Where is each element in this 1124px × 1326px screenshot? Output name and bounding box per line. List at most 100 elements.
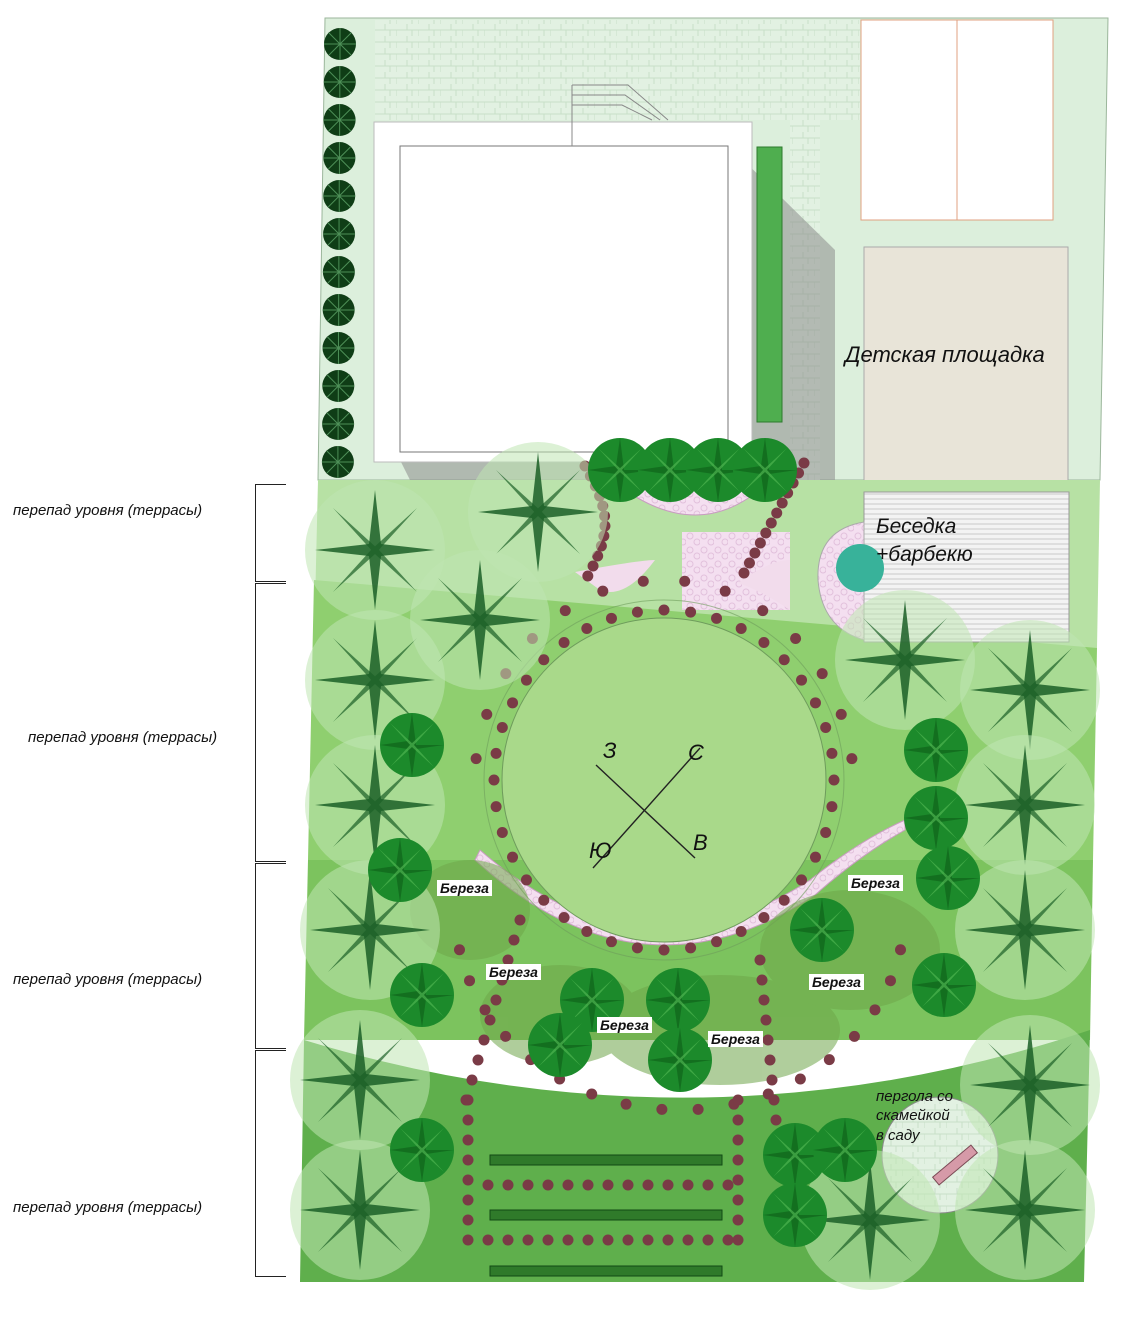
path-dot — [766, 1074, 778, 1086]
path-dot — [732, 1234, 744, 1246]
path-dot — [826, 747, 838, 759]
path-dot — [538, 654, 550, 666]
path-dot — [809, 851, 821, 863]
path-dot — [622, 1234, 634, 1246]
path-dot — [631, 942, 643, 954]
path-dot — [479, 1004, 491, 1016]
conifer-tree — [321, 369, 355, 403]
path-dot — [484, 1014, 496, 1026]
compass-south: Ю — [589, 838, 612, 863]
round-tree — [528, 1013, 592, 1077]
path-dot — [732, 1174, 744, 1186]
path-dot — [587, 560, 599, 572]
round-tree — [733, 438, 797, 502]
round-tree — [813, 1118, 877, 1182]
path-dot — [732, 1114, 744, 1126]
path-dot — [582, 1234, 594, 1246]
path-dot — [711, 612, 723, 624]
large-tree — [960, 1015, 1100, 1155]
path-dot — [622, 1179, 634, 1191]
path-dot — [453, 944, 465, 956]
terrace-bracket-1 — [255, 484, 286, 582]
path-dot — [538, 894, 550, 906]
birch-tag-6: Береза — [848, 875, 903, 891]
terrace-label-2: перепад уровня (террасы) — [28, 729, 218, 746]
birch-tag-2: Береза — [486, 964, 541, 980]
path-dot — [820, 721, 832, 733]
large-tree — [410, 550, 550, 690]
path-dot — [732, 1194, 744, 1206]
path-dot — [597, 585, 609, 597]
path-dot — [685, 942, 697, 954]
birch-tag-5: Береза — [809, 974, 864, 990]
central-lawn — [501, 617, 827, 943]
path-dot — [679, 575, 691, 587]
path-dot — [462, 1114, 474, 1126]
path-dot — [542, 1234, 554, 1246]
vegetable-beds — [489, 1154, 723, 1277]
path-dot — [754, 954, 766, 966]
round-tree — [763, 1183, 827, 1247]
path-dot — [760, 527, 772, 539]
path-dot — [482, 1179, 494, 1191]
path-dot — [778, 894, 790, 906]
path-dot — [711, 936, 723, 948]
round-tree — [904, 718, 968, 782]
path-dot — [631, 606, 643, 618]
path-dot — [764, 1054, 776, 1066]
round-tree — [390, 963, 454, 1027]
large-tree — [955, 1140, 1095, 1280]
path-dot — [502, 1234, 514, 1246]
path-dot — [507, 851, 519, 863]
path-dot — [581, 925, 593, 937]
path-dot — [828, 774, 840, 786]
path-dot — [481, 708, 493, 720]
path-dot — [682, 1234, 694, 1246]
path-dot — [749, 547, 761, 559]
path-dot — [559, 605, 571, 617]
conifer-tree — [322, 217, 356, 251]
path-dot — [732, 1214, 744, 1226]
conifer-tree — [321, 331, 355, 365]
path-dot — [658, 944, 670, 956]
conifer-tree — [322, 293, 356, 327]
path-dot — [522, 1234, 534, 1246]
path-dot — [462, 1174, 474, 1186]
conifer-tree — [321, 445, 355, 479]
path-dot — [809, 697, 821, 709]
path-dot — [605, 936, 617, 948]
path-dot — [460, 1094, 472, 1106]
path-dot — [520, 674, 532, 686]
path-dot — [756, 974, 768, 986]
path-dot — [642, 1179, 654, 1191]
path-dot — [682, 1179, 694, 1191]
pergola-label-line2: скамейкой — [876, 1107, 950, 1124]
path-dot — [562, 1179, 574, 1191]
path-dot — [507, 697, 519, 709]
path-dot — [482, 1234, 494, 1246]
path-dot — [771, 507, 783, 519]
conifer-tree — [321, 407, 355, 441]
path-dot — [620, 1098, 632, 1110]
terrace-bracket-3 — [255, 863, 286, 1049]
path-dot — [895, 944, 907, 956]
house — [373, 84, 835, 480]
compass-west: З — [603, 738, 617, 763]
path-dot — [722, 1179, 734, 1191]
path-dot — [478, 1034, 490, 1046]
path-dot — [662, 1234, 674, 1246]
large-tree — [955, 735, 1095, 875]
path-dot — [702, 1179, 714, 1191]
path-dot — [702, 1234, 714, 1246]
path-dot — [488, 774, 500, 786]
path-dot — [462, 1234, 474, 1246]
path-dot — [820, 827, 832, 839]
path-dot — [768, 1094, 780, 1106]
round-tree — [390, 1118, 454, 1182]
path-dot — [464, 975, 476, 987]
path-dot — [520, 874, 532, 886]
path-dot — [719, 585, 731, 597]
parking — [860, 19, 1054, 221]
pergola-label-line3: в саду — [876, 1127, 920, 1144]
